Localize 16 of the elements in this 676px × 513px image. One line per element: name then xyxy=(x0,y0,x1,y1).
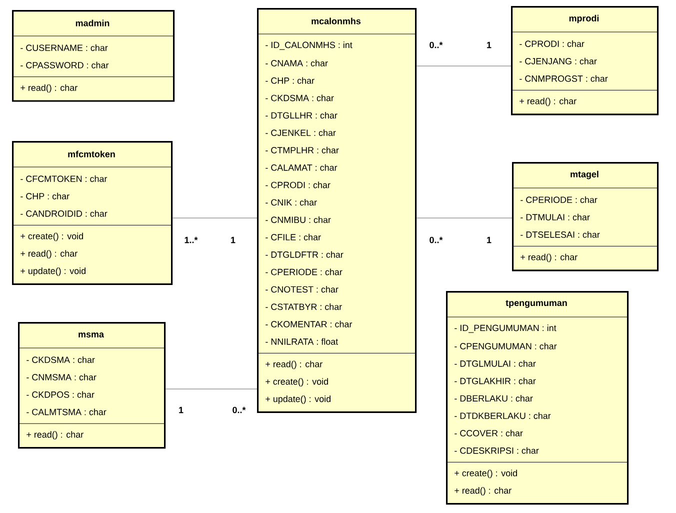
multiplicity: 1 xyxy=(487,236,492,244)
class-box: madmin - CUSERNAME : char - CPASSWORD : char + read() : char xyxy=(12,10,175,102)
multiplicity: 1 xyxy=(231,236,236,244)
multiplicity: 1 xyxy=(487,42,492,48)
multiplicity: 0..* xyxy=(232,406,246,414)
class-box: msma - CKDSMA : char - CNMSMA : char - CKDPOS : char - CALMTSMA : char + read() : char xyxy=(18,322,166,449)
association-line xyxy=(165,388,258,390)
multiplicity: 1 xyxy=(179,406,184,414)
class-box: mtagel - CPERIODE : char - DTMULAI : char - DTSELESAI : char + read() : char xyxy=(512,162,659,272)
class-box: mcalonmhs - ID_CALONMHS : int - CNAMA : char - CHP : char - CKDSMA : char - DTGLLHR : char - CJENKEL : char - CTMPLHR : char - CALAMAT : char - CPRODI : char - CNIK : char - CNMIBU : char - CFILE : char - DTGLDFTR : char - CPERIODE : char - CNOTEST : char - CSTATBYR : char - CKOMENTAR : char - NNILRATA : float + read() : char + create() : void + update() : void xyxy=(256,8,417,413)
multiplicity: 0..* xyxy=(430,236,443,244)
class-box: tpengumuman - ID_PENGUMUMAN : int - CPENGUMUMAN : char - DTGLMULAI : char - DTGLAKHIR : char - DBERLAKU : char - DTDKBERLAKU : char - CCOVER : char - CDESKRIPSI : char + create() : void + read() : char xyxy=(446,291,629,505)
multiplicity: 1..* xyxy=(184,236,198,244)
class-box: mprodi - CPRODI : char - CJENJANG : char - CNMPROGST : char + read() : char xyxy=(510,6,659,116)
multiplicity: 0..* xyxy=(430,42,443,48)
class-box: mfcmtoken - CFCMTOKEN : char - CHP : char - CANDROIDID : char + create() : void + read() : char + update() : void xyxy=(12,141,173,285)
